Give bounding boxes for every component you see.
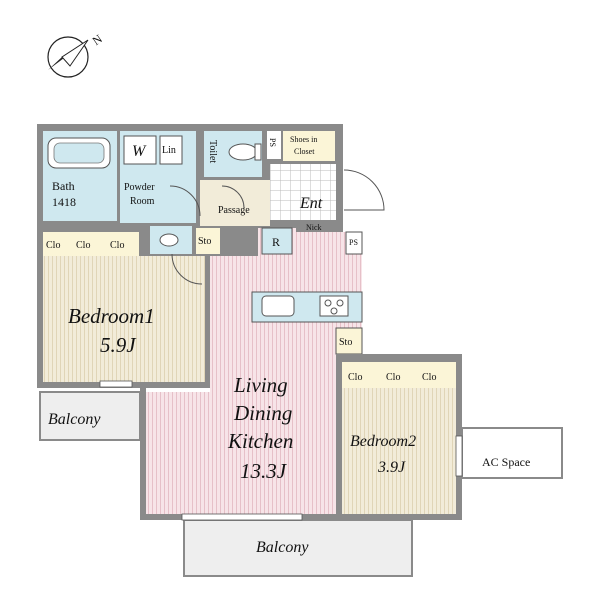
bedroom1-closet-area — [43, 232, 139, 256]
storage1-area — [196, 228, 220, 254]
ps-small-area — [267, 131, 281, 159]
bedroom2-closet-label: Clo — [422, 372, 436, 383]
storage2-label: Sto — [339, 337, 352, 348]
balcony-south-label: Balcony — [256, 539, 309, 556]
window — [181, 513, 303, 521]
bedroom2-name: Bedroom2 — [350, 433, 416, 450]
shoes-closet-area — [283, 131, 335, 161]
ps-small-label: PS — [268, 138, 277, 147]
balcony-south-area — [183, 519, 413, 577]
ldk-wall-left — [140, 386, 146, 520]
door-swing — [221, 185, 245, 209]
bedroom2-closet-label: Clo — [386, 372, 400, 383]
entrance-area — [270, 164, 336, 220]
powder-room-label: Powder Room — [124, 182, 155, 207]
toilet-icon — [228, 143, 258, 161]
bath-label: Bath 1418 — [52, 179, 76, 209]
balcony-west-area — [39, 391, 141, 441]
toilet-label: Toilet — [207, 140, 218, 163]
stove-icon — [319, 295, 349, 317]
sink-icon — [159, 233, 179, 247]
toilet-tank — [254, 143, 262, 161]
washer-label: W — [132, 143, 147, 160]
window — [455, 435, 463, 477]
burner-icon — [330, 307, 338, 315]
shoes-closet-label: Shoes in Closet — [290, 135, 317, 156]
bedroom1-floor — [43, 256, 205, 382]
entrance-label: Ent — [299, 195, 323, 212]
svg-text:Closet: Closet — [294, 147, 315, 156]
svg-text:1418: 1418 — [52, 195, 76, 209]
bedroom1-name: Bedroom1 — [68, 304, 155, 328]
svg-text:Powder: Powder — [124, 182, 155, 193]
burner-icon — [324, 299, 332, 307]
linen-label: Lin — [162, 145, 176, 156]
svg-text:Shoes in: Shoes in — [290, 135, 317, 144]
compass-circle — [47, 36, 89, 78]
storage1-label: Sto — [198, 236, 211, 247]
bedroom1-closet-label: Clo — [46, 240, 60, 251]
door-swing — [343, 169, 385, 211]
kitchen-sink-icon — [261, 295, 295, 317]
ldk-size: 13.3J — [240, 459, 288, 483]
bedroom1-closet-label: Clo — [110, 240, 124, 251]
ldk-line3: Kitchen — [227, 429, 293, 453]
bathtub-inner — [53, 142, 105, 164]
svg-text:Room: Room — [130, 196, 155, 207]
door-swing — [169, 185, 201, 217]
ldk-line1: Living — [233, 373, 288, 397]
ps-box — [345, 231, 363, 255]
bedroom2-floor — [342, 388, 456, 514]
passage-area — [200, 180, 270, 226]
bedroom1-closet-label: Clo — [76, 240, 90, 251]
washer-box — [123, 135, 157, 165]
bedroom2-closet-area — [342, 362, 456, 388]
nick-label: Nick — [306, 223, 322, 232]
ac-space-area — [461, 427, 563, 479]
fridge-box — [261, 227, 293, 255]
storage2-area — [335, 327, 363, 355]
ac-space-label: AC Space — [482, 455, 530, 469]
bedroom2-size: 3.9J — [377, 459, 406, 476]
ldk-line2: Dining — [233, 401, 292, 425]
door-swing — [171, 253, 203, 285]
passage-label: Passage — [218, 205, 250, 216]
ps-label: PS — [349, 238, 358, 247]
bedroom2-closet-label: Clo — [348, 372, 362, 383]
linen-box — [159, 135, 183, 165]
fridge-label: R — [272, 235, 280, 249]
balcony-west-label: Balcony — [48, 411, 101, 428]
window — [99, 380, 133, 388]
compass-arrow-tail — [61, 39, 89, 67]
bedroom1-size: 5.9J — [100, 333, 137, 357]
compass-label: N — [90, 31, 105, 48]
compass: N — [47, 31, 105, 78]
svg-text:Bath: Bath — [52, 179, 75, 193]
burner-icon — [336, 299, 344, 307]
